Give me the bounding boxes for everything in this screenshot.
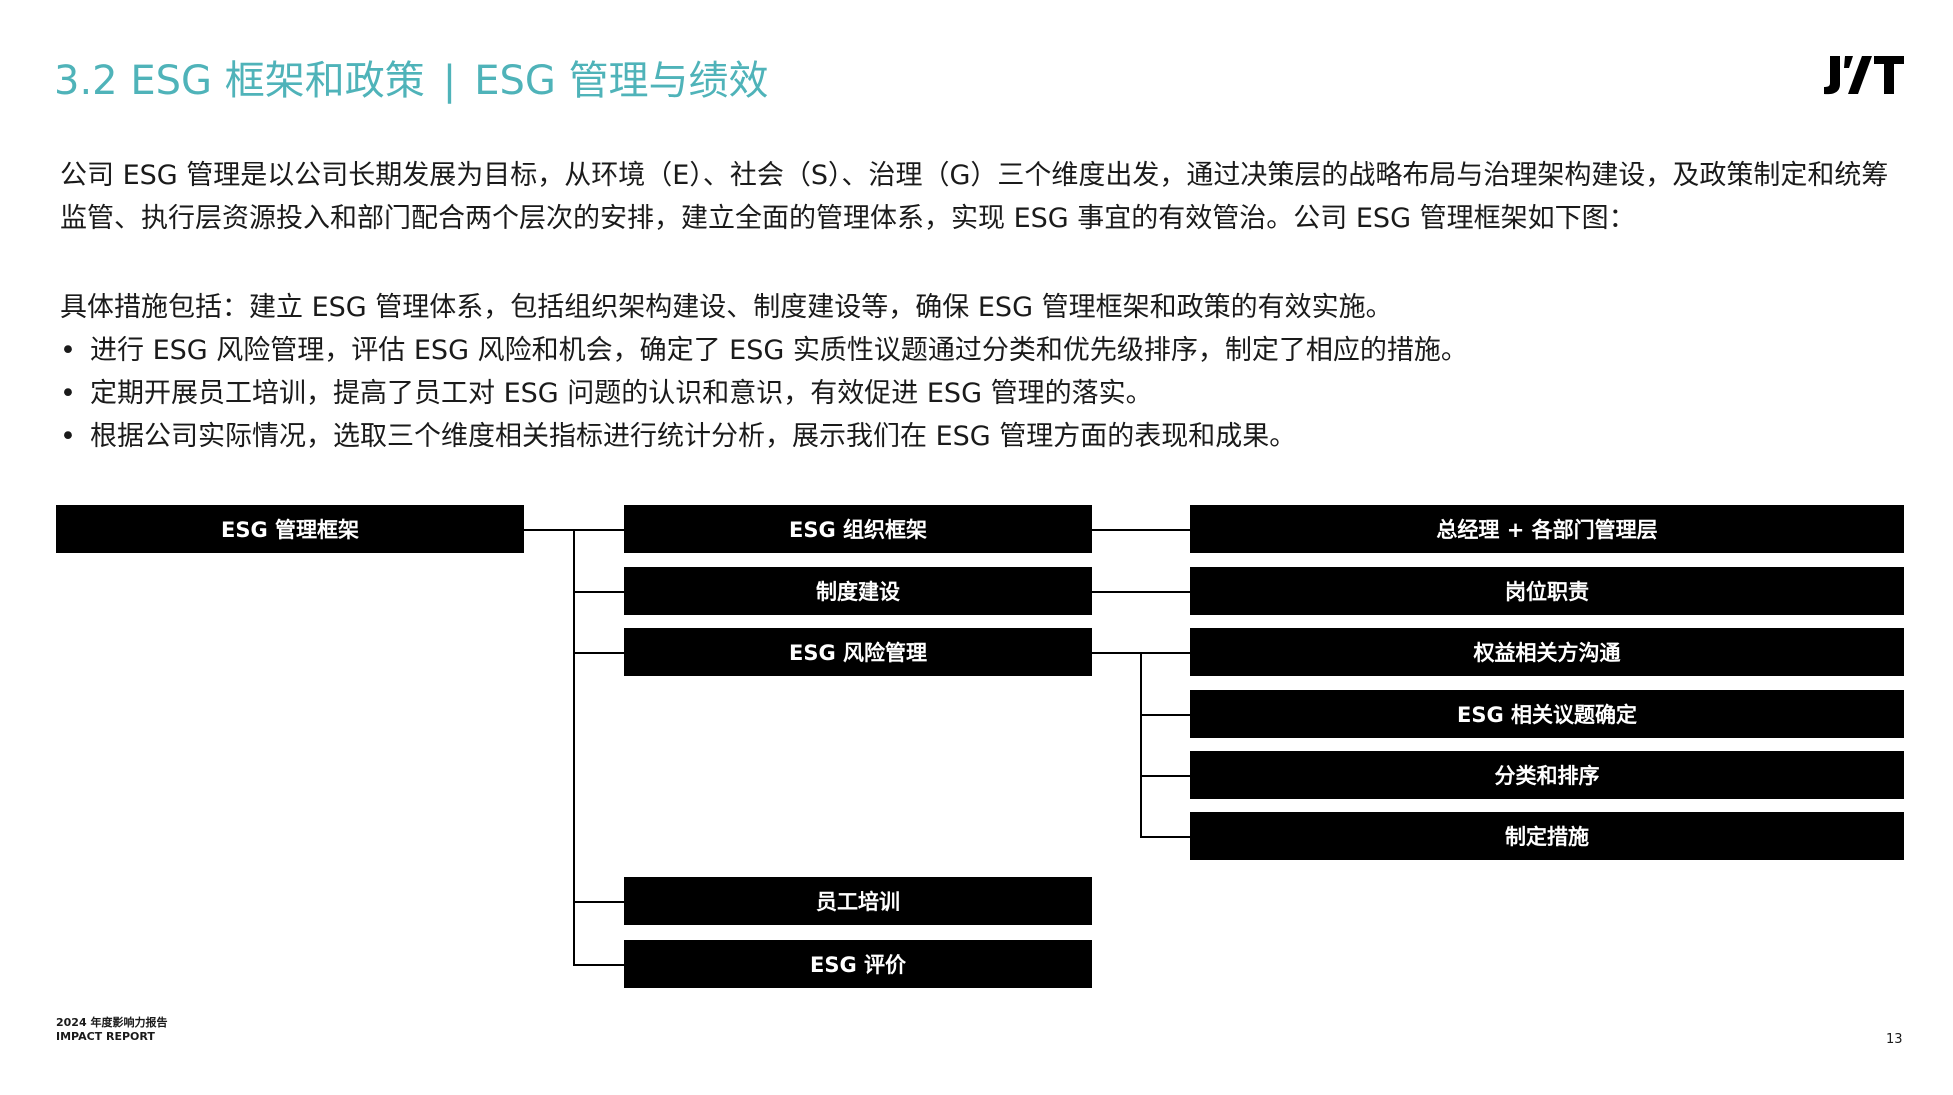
measures-section: 具体措施包括：建立 ESG 管理体系，包括组织架构建设、制度建设等，确保 ESG…: [60, 286, 1900, 458]
diagram-node-esg-evaluation: ESG 评价: [624, 940, 1092, 988]
page-number: 13: [1886, 1032, 1903, 1047]
list-item: • 根据公司实际情况，选取三个维度相关指标进行统计分析，展示我们在 ESG 管理方…: [60, 415, 1900, 458]
connector-line: [1140, 714, 1190, 716]
diagram-node-risk-management: ESG 风险管理: [624, 628, 1092, 676]
connector-line: [573, 591, 624, 593]
footer-line-english: IMPACT REPORT: [56, 1030, 155, 1043]
diagram-node-staff-training: 员工培训: [624, 877, 1092, 925]
diagram-node-management: 总经理 + 各部门管理层: [1190, 505, 1904, 553]
connector-line: [573, 964, 624, 966]
measures-list: • 进行 ESG 风险管理，评估 ESG 风险和机会，确定了 ESG 实质性议题通…: [60, 329, 1900, 458]
diagram-node-stakeholder-communication: 权益相关方沟通: [1190, 628, 1904, 676]
bullet-icon: •: [60, 421, 76, 452]
diagram-node-job-duties: 岗位职责: [1190, 567, 1904, 615]
list-item-text: 根据公司实际情况，选取三个维度相关指标进行统计分析，展示我们在 ESG 管理方面…: [90, 421, 1297, 452]
diagram-node-measures: 制定措施: [1190, 812, 1904, 860]
title-separator: |: [442, 58, 457, 104]
bullet-icon: •: [60, 378, 76, 409]
intro-paragraph: 公司 ESG 管理是以公司长期发展为目标，从环境（E）、社会（S）、治理（G）三…: [60, 160, 1889, 234]
diagram-node-topic-identification: ESG 相关议题确定: [1190, 690, 1904, 738]
list-item: • 进行 ESG 风险管理，评估 ESG 风险和机会，确定了 ESG 实质性议题通…: [60, 329, 1900, 372]
page-title: 3.2 ESG 框架和政策 | ESG 管理与绩效: [54, 48, 769, 106]
connector-line: [573, 529, 575, 965]
connector-line: [1092, 529, 1190, 531]
diagram-node-classification-ranking: 分类和排序: [1190, 751, 1904, 799]
diagram-root-node: ESG 管理框架: [56, 505, 524, 553]
connector-line: [1140, 836, 1190, 838]
page-subtitle: ESG 管理与绩效: [474, 58, 769, 104]
connector-line: [573, 901, 624, 903]
list-item-text: 进行 ESG 风险管理，评估 ESG 风险和机会，确定了 ESG 实质性议题通过…: [90, 335, 1468, 366]
footer-report-label: 2024 年度影响力报告 IMPACT REPORT: [56, 1016, 167, 1044]
footer-line-chinese: 2024 年度影响力报告: [56, 1016, 168, 1029]
diagram-node-system-building: 制度建设: [624, 567, 1092, 615]
section-title: 3.2 ESG 框架和政策: [54, 58, 425, 104]
connector-line: [573, 652, 624, 654]
list-item: • 定期开展员工培训，提高了员工对 ESG 问题的认识和意识，有效促进 ESG 管…: [60, 372, 1900, 415]
jyt-logo-icon: [1824, 56, 1904, 95]
diagram-node-org-framework: ESG 组织框架: [624, 505, 1092, 553]
list-item-text: 定期开展员工培训，提高了员工对 ESG 问题的认识和意识，有效促进 ESG 管理…: [90, 378, 1153, 409]
connector-line: [1092, 591, 1190, 593]
connector-line: [1140, 652, 1142, 837]
measures-lead: 具体措施包括：建立 ESG 管理体系，包括组织架构建设、制度建设等，确保 ESG…: [60, 292, 1393, 323]
bullet-icon: •: [60, 335, 76, 366]
connector-line: [1140, 775, 1190, 777]
